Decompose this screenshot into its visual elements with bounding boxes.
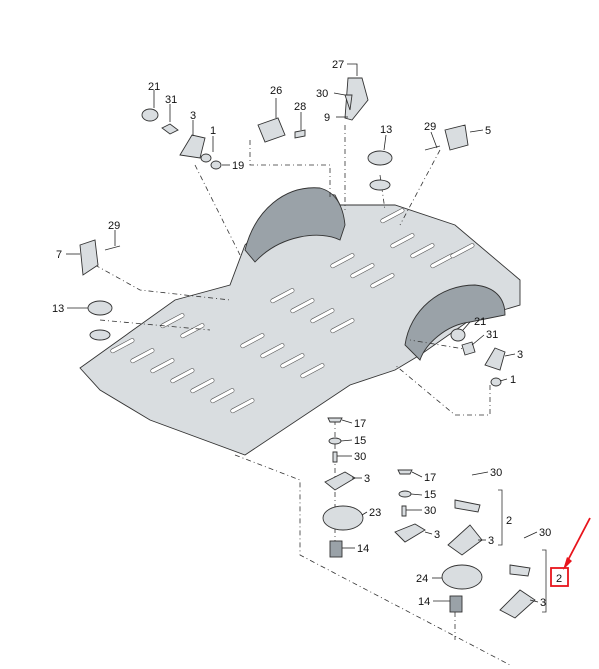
bracket-9 (344, 77, 369, 121)
cap-23 (322, 505, 364, 531)
callout-2-a: 2 (506, 515, 512, 527)
callout-23: 23 (369, 507, 381, 519)
callout-17-b: 17 (424, 472, 436, 484)
callout-14-b: 14 (418, 596, 430, 608)
callout-30-c: 30 (424, 505, 436, 517)
callout-5: 5 (485, 125, 491, 137)
callout-2-b: 2 (556, 573, 562, 585)
callout-26: 26 (270, 85, 282, 97)
screw-30-b (332, 451, 338, 463)
floor-slots (110, 208, 475, 414)
cap-24 (441, 564, 483, 590)
nut-21-right (450, 328, 466, 342)
bolt-31-top (161, 123, 179, 135)
callout-24: 24 (416, 573, 428, 585)
clip-under-13 (369, 179, 391, 191)
clip-3-f (499, 589, 536, 619)
callout-13-left: 13 (52, 303, 64, 315)
callout-3-d: 3 (434, 529, 440, 541)
callout-30-top: 30 (316, 88, 328, 100)
callout-3-top: 3 (190, 110, 196, 122)
bracket-7 (79, 239, 99, 276)
bolt-28 (294, 129, 306, 139)
callout-3-e: 3 (488, 535, 494, 547)
callout-30-e: 30 (539, 527, 551, 539)
washer-1-right (490, 377, 502, 387)
highlight-arrow (563, 517, 591, 570)
callout-19: 19 (232, 160, 244, 172)
bumper-13-top (367, 150, 393, 166)
bracket-2-b (509, 564, 531, 577)
callout-14-a: 14 (357, 543, 369, 555)
bolt-29-left (104, 245, 121, 251)
bracket-2-a (454, 499, 481, 513)
nut-19 (210, 160, 222, 170)
callout-30-d: 30 (490, 467, 502, 479)
callout-31-top: 31 (165, 94, 177, 106)
leader-lines (66, 63, 547, 613)
clip-under-13-left (89, 329, 111, 341)
clip-3-d (394, 523, 426, 543)
sleeve-14-b (449, 595, 463, 613)
nut-21-top (141, 108, 159, 122)
callout-labels: 21 31 3 1 19 26 28 27 30 9 13 29 5 7 29 … (52, 59, 562, 609)
callout-1-top: 1 (210, 125, 216, 137)
washer-15-a (328, 437, 342, 445)
callout-21-top: 21 (148, 81, 160, 93)
callout-29-left: 29 (108, 220, 120, 232)
callout-31-right: 31 (486, 329, 498, 341)
washer-1-top (200, 153, 212, 163)
callout-3-f: 3 (540, 597, 546, 609)
callout-7: 7 (56, 249, 62, 261)
bracket-5 (444, 124, 469, 151)
callout-30-b: 30 (354, 451, 366, 463)
bolt-31-right (461, 341, 476, 356)
bolt-17-b (397, 469, 413, 475)
bumper-13-left (87, 300, 113, 316)
hardware-parts (79, 77, 536, 619)
clip-3-c (324, 471, 356, 491)
clip-3-e (447, 524, 483, 556)
screw-30-c (401, 505, 407, 517)
clip-3-right (484, 347, 506, 371)
sleeve-14-a (329, 540, 343, 558)
floor-panel (79, 187, 521, 456)
callout-27: 27 (332, 59, 344, 71)
callout-21-right: 21 (474, 316, 486, 328)
callout-29-top: 29 (424, 121, 436, 133)
callout-15-a: 15 (354, 435, 366, 447)
clip-3-top (179, 134, 206, 159)
callout-15-b: 15 (424, 489, 436, 501)
bolt-17-a (327, 417, 343, 423)
callout-3-right: 3 (517, 349, 523, 361)
callout-9: 9 (324, 112, 330, 124)
highlight-box (550, 567, 569, 587)
bolt-29-top (424, 145, 441, 151)
callout-13-top: 13 (380, 124, 392, 136)
bolt-30-top (344, 94, 353, 111)
callout-17-a: 17 (354, 418, 366, 430)
callout-3-c: 3 (364, 473, 370, 485)
callout-28: 28 (294, 101, 306, 113)
washer-15-b (398, 490, 412, 498)
callout-1-right: 1 (510, 374, 516, 386)
bracket-26 (257, 117, 286, 143)
